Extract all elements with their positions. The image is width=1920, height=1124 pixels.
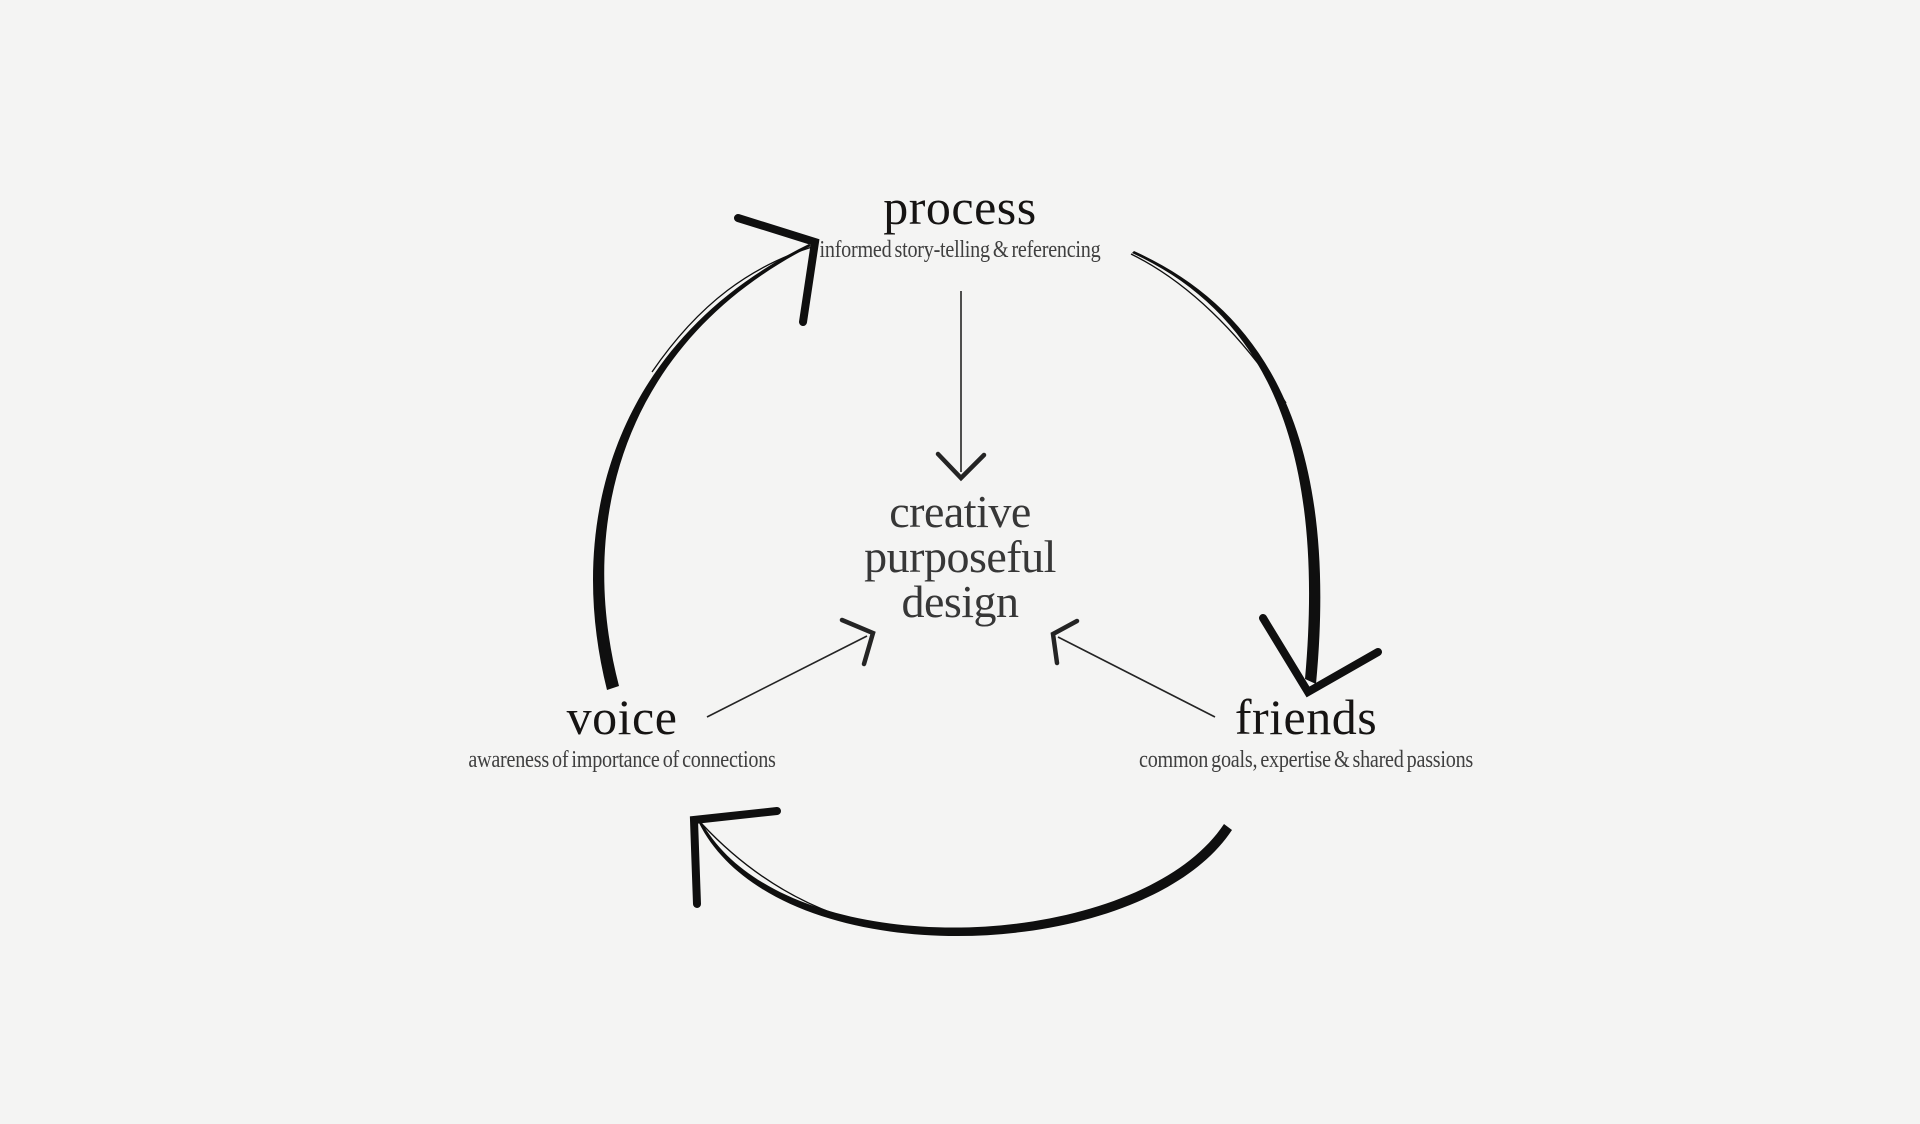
brush-echo-bottom — [701, 823, 895, 931]
center-arrowhead-from-friends-icon — [1050, 618, 1080, 666]
center-statement-line-2: purposeful — [864, 531, 1056, 582]
center-statement-line-3: design — [901, 576, 1019, 627]
node-voice: voice awareness of importance of connect… — [322, 692, 922, 775]
friends-title: friends — [1234, 689, 1378, 745]
center-arrow-from-friends — [1057, 636, 1216, 718]
node-friends: friends common goals, expertise & shared… — [1006, 692, 1606, 775]
cycle-arrowhead-to-process-icon — [734, 214, 820, 326]
center-arrowhead-from-process-icon — [935, 451, 987, 482]
cycle-arrowhead-to-friends-icon — [1259, 614, 1382, 698]
brush-echo-left — [651, 246, 813, 373]
node-process: process informed story-telling & referen… — [660, 182, 1260, 265]
center-statement: creative purposeful design — [660, 486, 1260, 627]
cycle-arc-friends-to-voice — [699, 821, 1232, 937]
voice-subtitle: awareness of importance of connections — [468, 747, 776, 773]
center-statement-line-1: creative — [889, 486, 1031, 537]
cycle-arrowhead-to-voice-icon — [689, 807, 781, 908]
center-arrowhead-from-voice-icon — [839, 617, 876, 667]
friends-subtitle: common goals, expertise & shared passion… — [1138, 747, 1474, 773]
brush-echo-right — [1130, 253, 1287, 404]
process-subtitle: informed story-telling & referencing — [819, 237, 1101, 263]
process-title: process — [883, 179, 1037, 235]
voice-title: voice — [566, 689, 678, 745]
center-arrow-from-voice — [706, 635, 868, 718]
